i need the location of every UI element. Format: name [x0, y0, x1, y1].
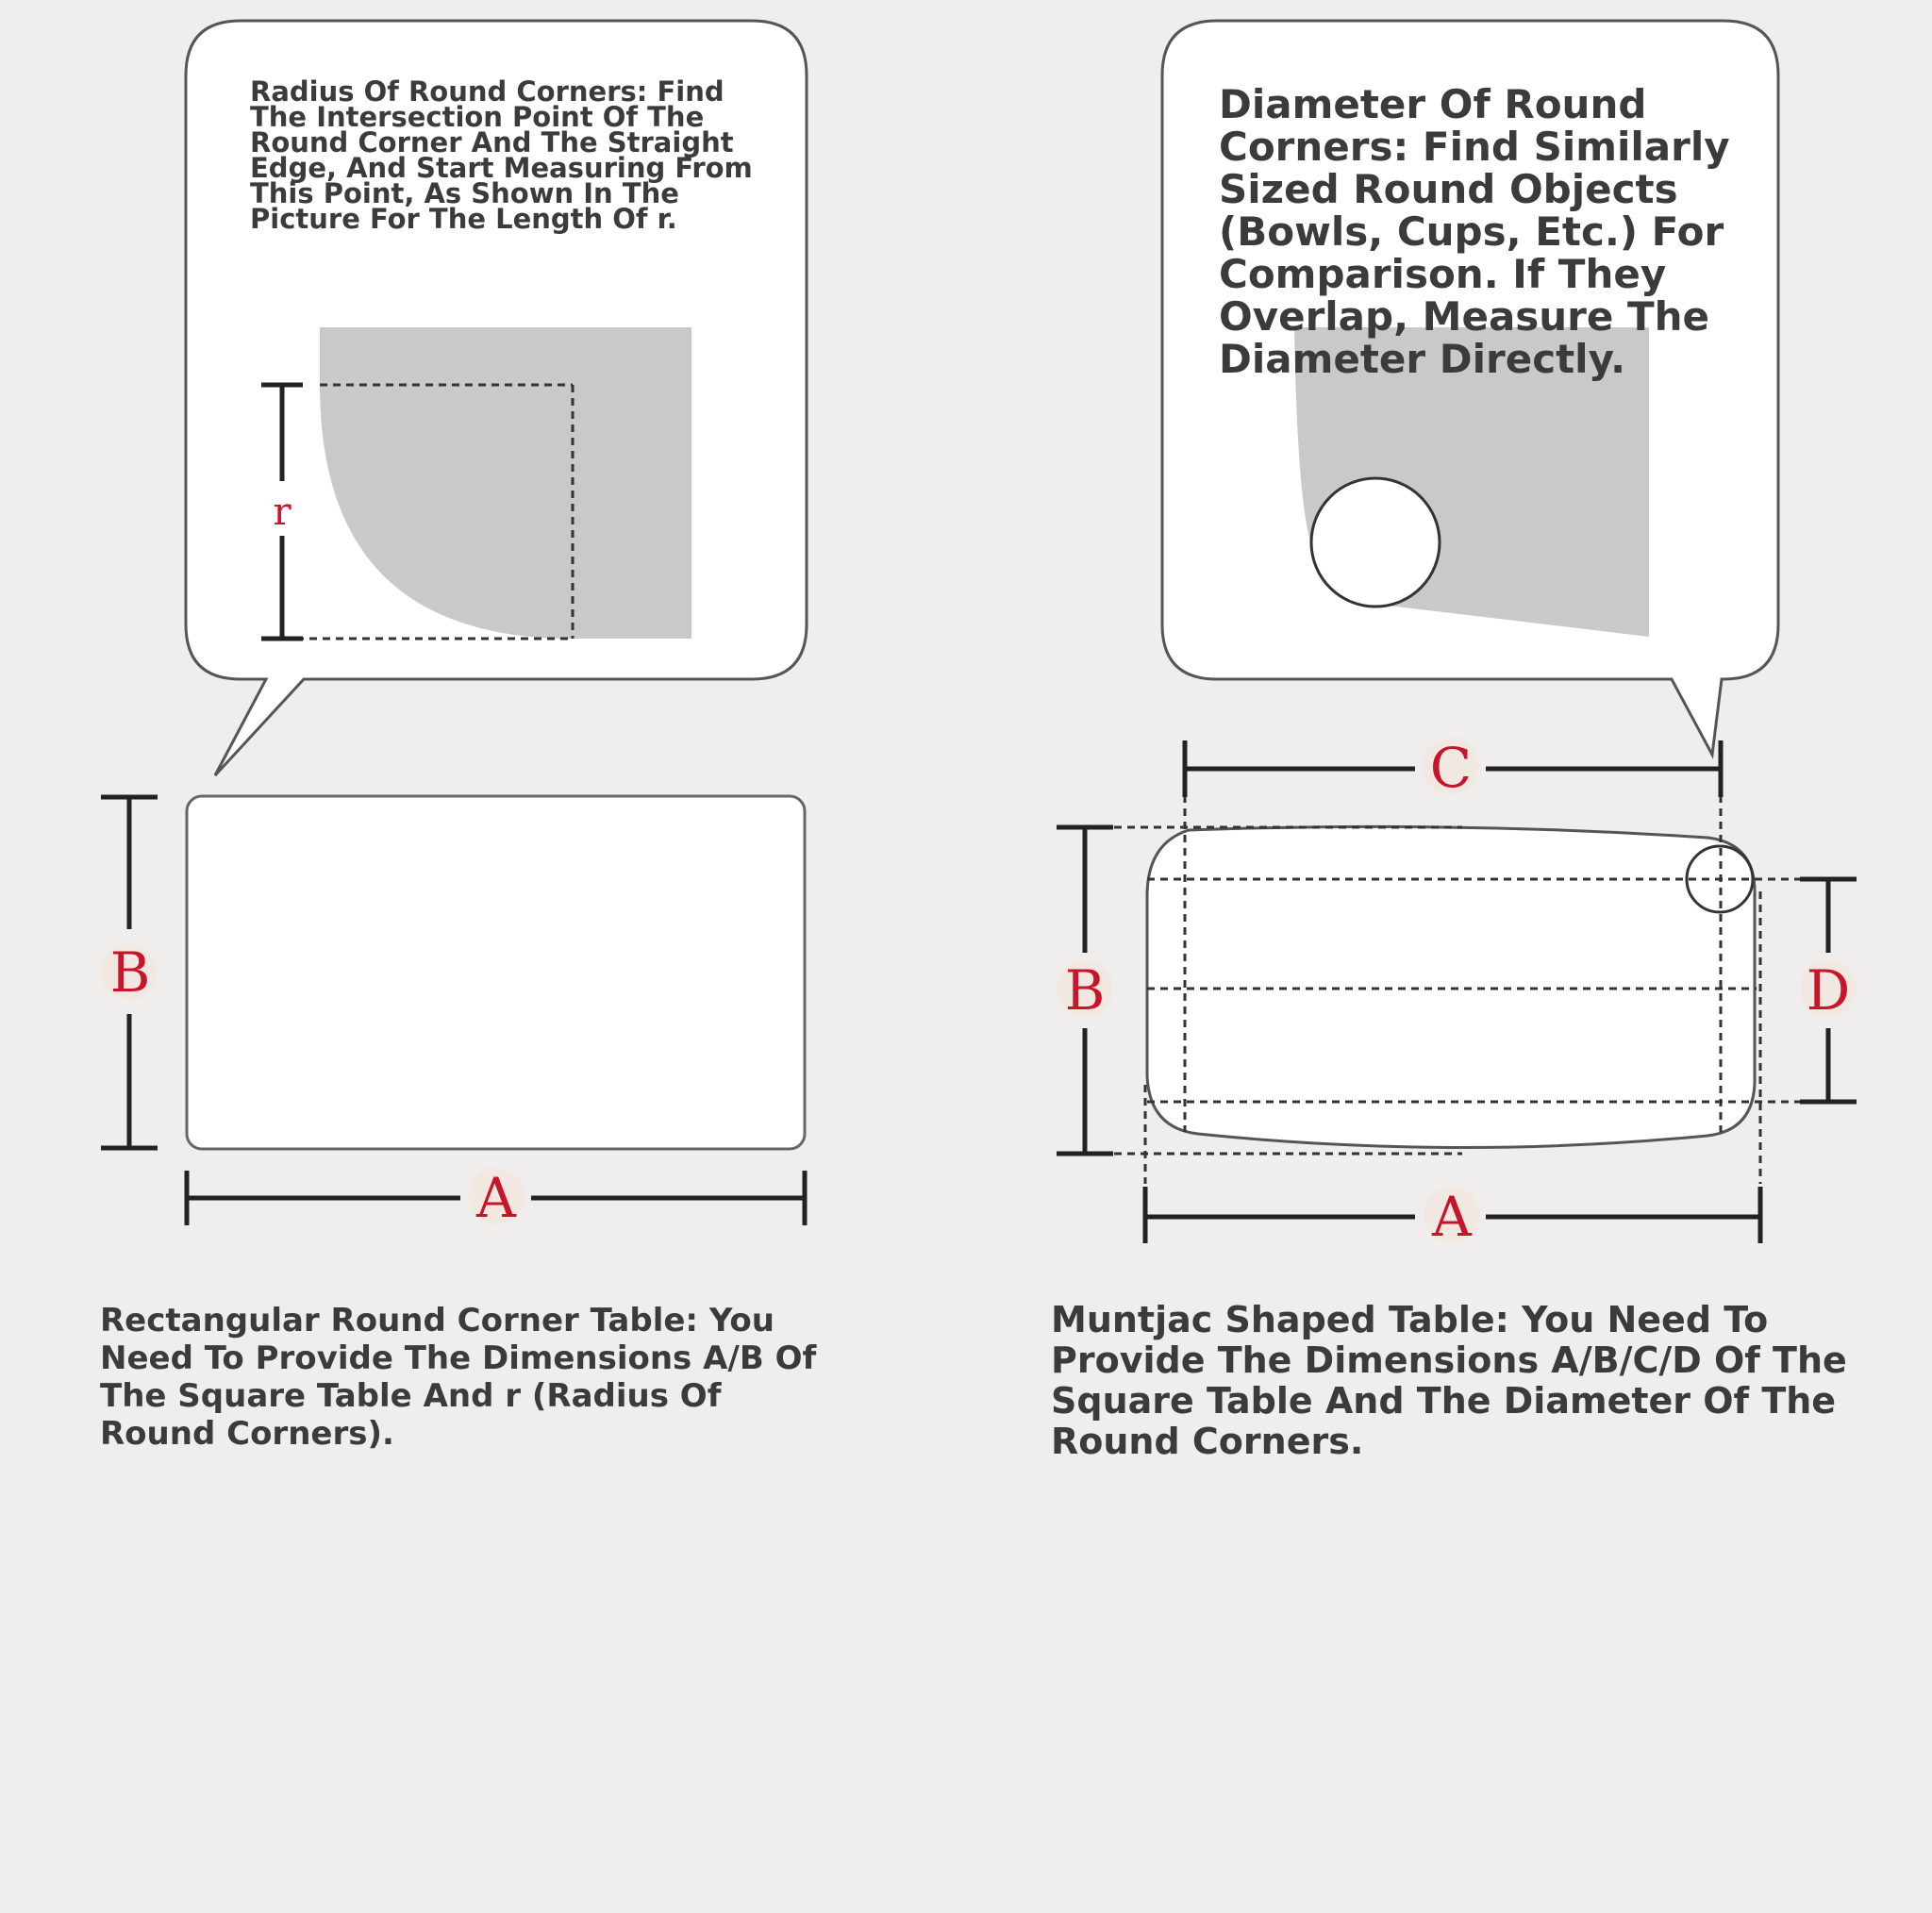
- right-c-label: C: [1430, 736, 1472, 800]
- left-caption: Rectangular Round Corner Table: You Need…: [100, 1302, 817, 1453]
- muntjac-table-shape: [1145, 824, 1757, 1149]
- radius-label: r: [273, 491, 291, 534]
- right-c-label-halo: [1423, 738, 1479, 794]
- left-a-label: A: [475, 1166, 517, 1230]
- left-b-label: B: [110, 940, 151, 1005]
- right-d-label-halo: [1800, 960, 1857, 1017]
- right-callout-text: Diameter Of Round Corners: Find Similarl…: [1219, 81, 1730, 382]
- right-a-label-halo: [1424, 1187, 1480, 1243]
- right-b-label: B: [1065, 958, 1106, 1023]
- right-b-label-halo: [1057, 960, 1113, 1017]
- left-table-rectangle: [185, 794, 807, 1151]
- left-a-label-halo: [468, 1168, 525, 1224]
- right-a-label: A: [1431, 1185, 1473, 1249]
- left-corner-shape: [320, 327, 691, 639]
- right-d-label: D: [1807, 958, 1851, 1023]
- left-b-label-halo: [101, 943, 158, 1000]
- right-caption: Muntjac Shaped Table: You Need To Provid…: [1051, 1299, 1847, 1462]
- left-callout-text: Radius Of Round Corners: Find The Inters…: [250, 75, 753, 235]
- comparison-round-object: [1309, 476, 1441, 608]
- corner-diameter-circle: [1685, 844, 1755, 914]
